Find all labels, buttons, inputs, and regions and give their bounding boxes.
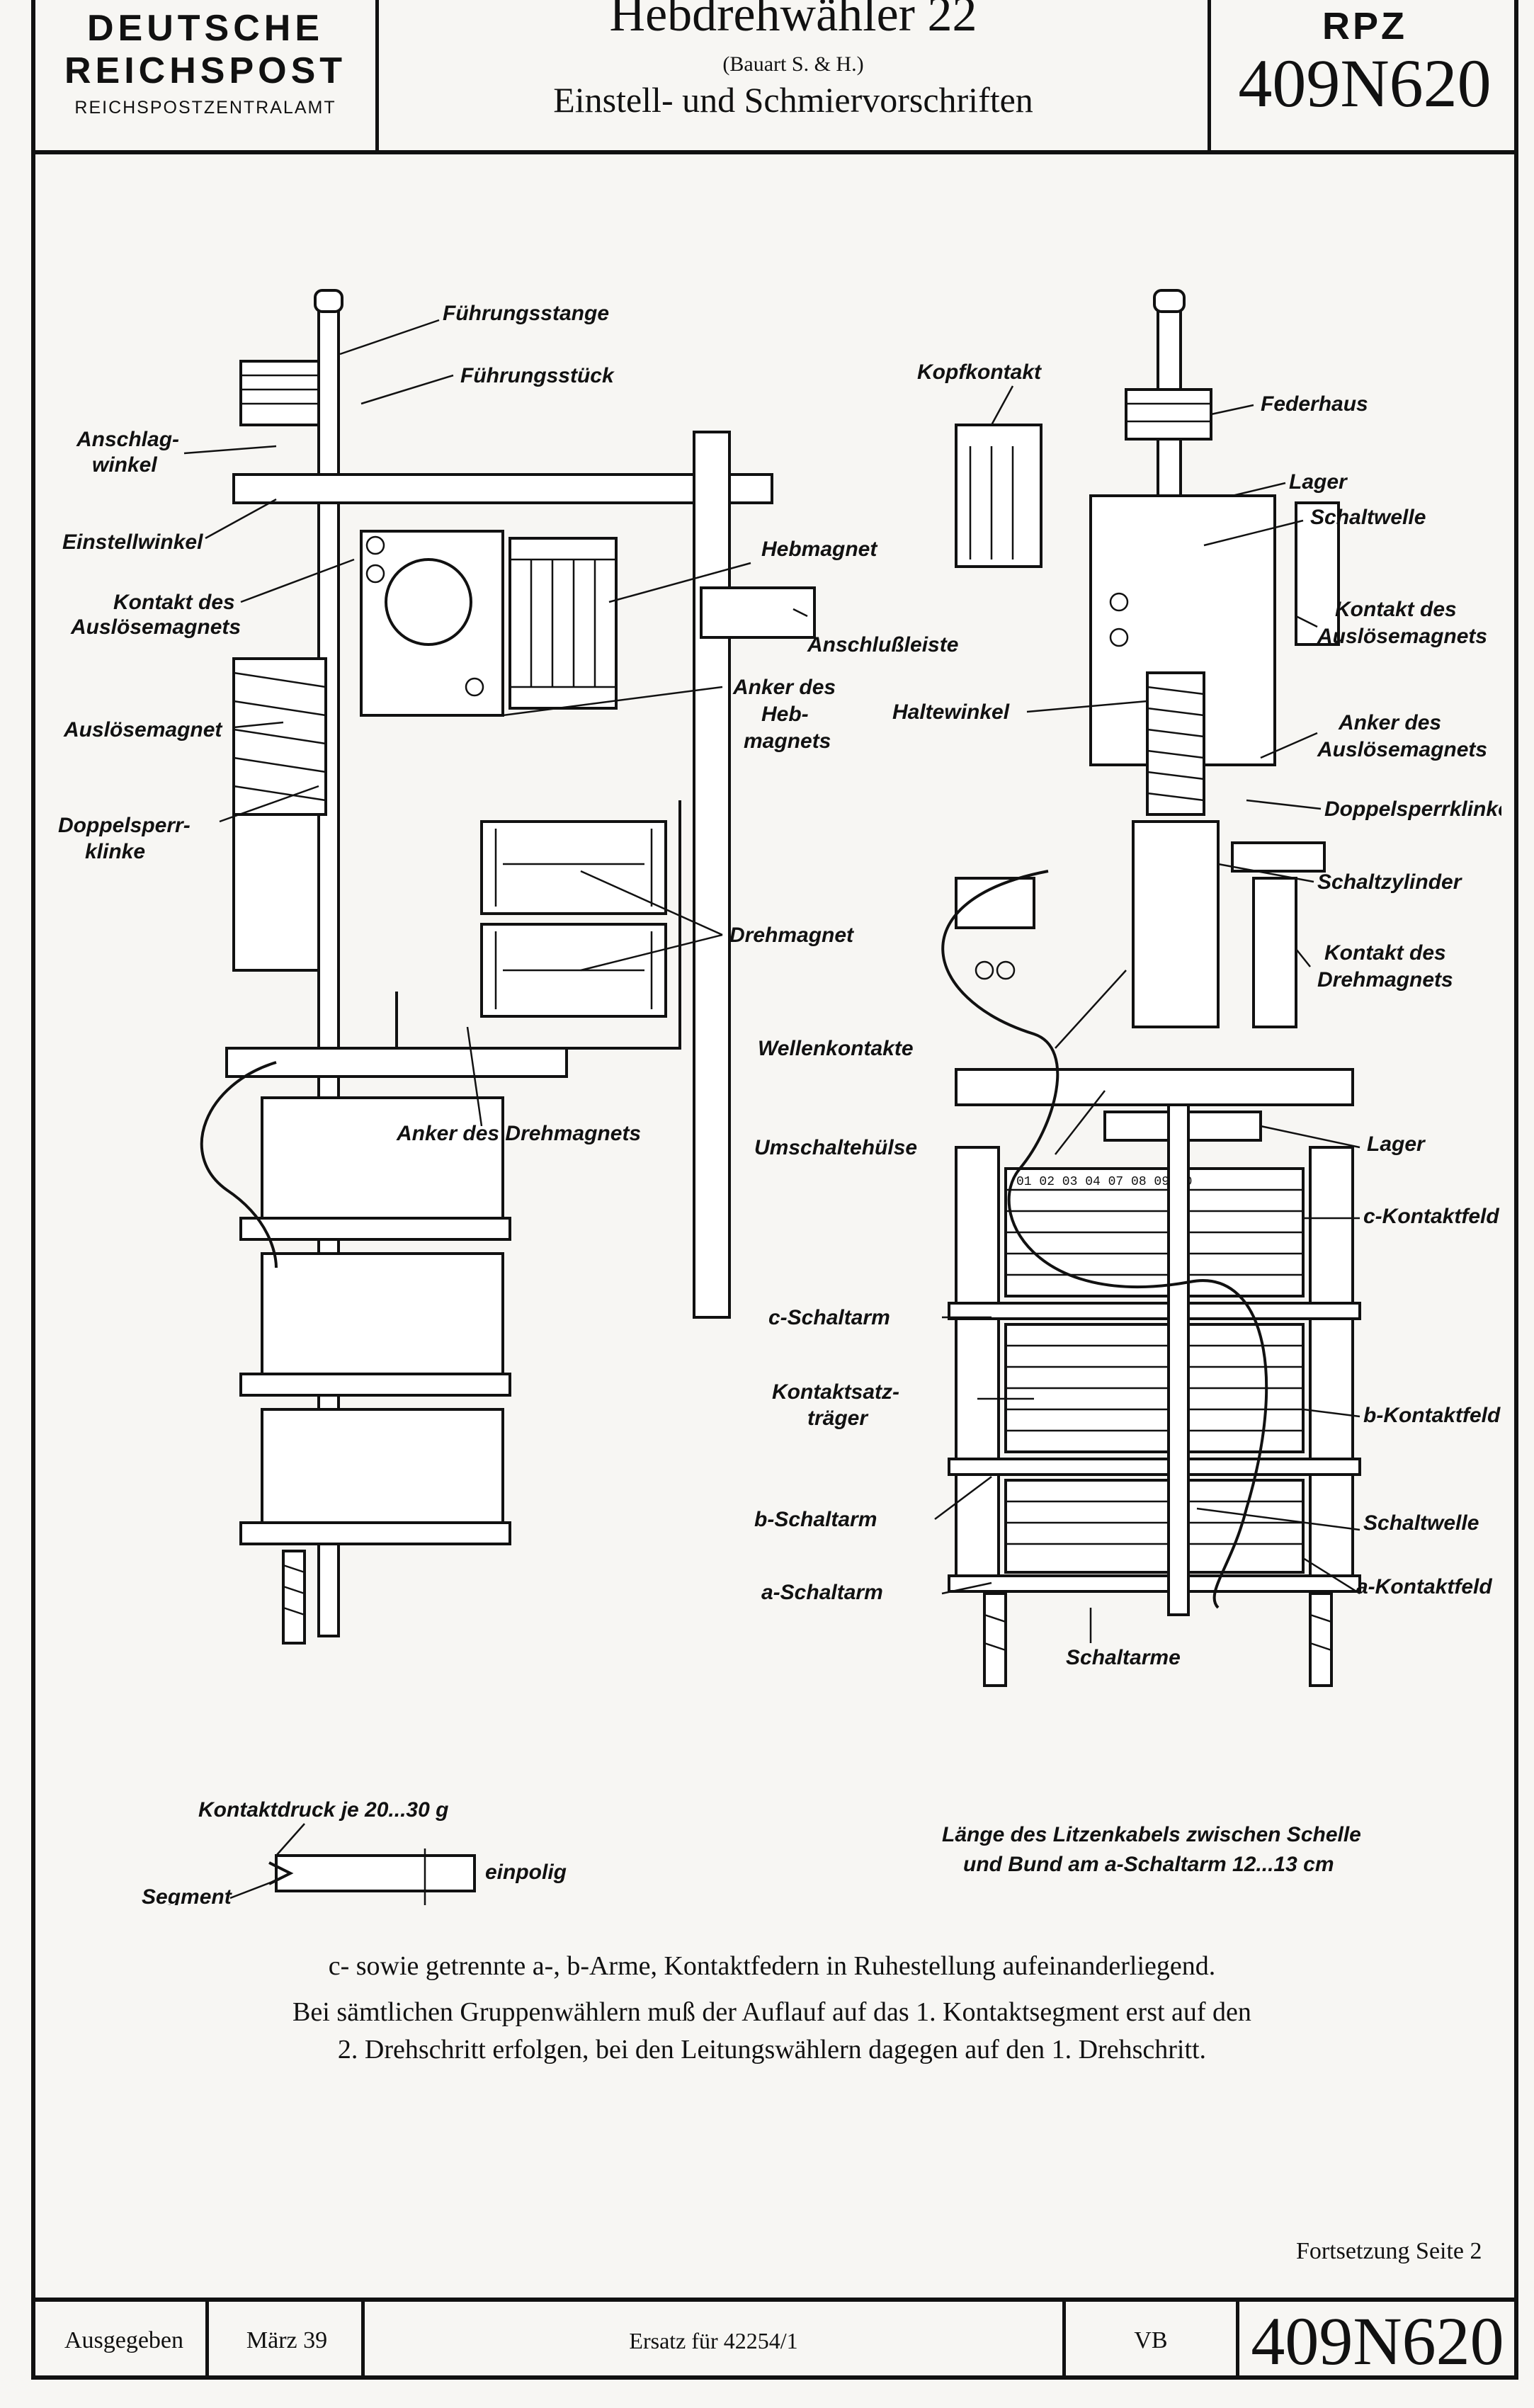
- footer-ausgegeben: Ausgegeben: [64, 2327, 184, 2353]
- label-laenge-1: Länge des Litzenkabels zwischen Schelle: [942, 1823, 1361, 1846]
- right-leader-lines: [934, 385, 1360, 1643]
- label-c-schaltarm: c-Schaltarm: [768, 1306, 890, 1329]
- document-title-line-3: Einstell- und Schmiervorschriften: [553, 80, 1033, 120]
- label-doppelsperrklinke-1: Doppelsperr-: [58, 814, 191, 837]
- label-kontakt-dreh-1: Kontakt des: [1324, 941, 1446, 965]
- document-title: Hebdrehwähler 22: [609, 0, 977, 42]
- title-block: Hebdrehwähler 22 (Bauart S. & H.) Einste…: [382, 0, 1204, 120]
- technical-drawing: Führungsstange Führungsstück Anschlag- w…: [58, 289, 1501, 1905]
- label-anker-hebmagnet-1: Anker des: [732, 676, 836, 699]
- footer-divider: [31, 2298, 1518, 2302]
- footer-vb: VB: [1134, 2327, 1168, 2353]
- label-anschlussleiste: Anschlußleiste: [807, 633, 958, 657]
- footer-rule: [205, 2299, 209, 2380]
- label-b-kontaktfeld: b-Kontaktfeld: [1363, 1404, 1501, 1427]
- label-federhaus: Federhaus: [1261, 392, 1368, 416]
- continuation-note: Fortsetzung Seite 2: [1296, 2238, 1482, 2264]
- label-einstellwinkel: Einstellwinkel: [62, 530, 203, 554]
- org-line-3: REICHSPOSTZENTRALAMT: [74, 98, 336, 118]
- label-anker-hebmagnet-2: Heb-: [761, 703, 809, 726]
- bank-number-strip: 01 02 03 04 07 08 09 00: [1016, 1175, 1192, 1189]
- label-segment: Segment: [142, 1885, 233, 1905]
- footer-rule: [1062, 2299, 1066, 2380]
- label-umschaltehuelse: Umschaltehülse: [754, 1136, 917, 1159]
- label-kontakt-ausloese-2: Auslösemagnets: [1317, 625, 1487, 648]
- org-line-2: REICHSPOST: [64, 50, 347, 91]
- footer-number: 409N620: [1251, 2302, 1504, 2379]
- right-labels: Kopfkontakt Federhaus Lager Schaltwelle …: [754, 360, 1501, 1669]
- label-fuehrungsstange: Führungsstange: [443, 302, 609, 325]
- label-schaltzylinder: Schaltzylinder: [1317, 870, 1463, 894]
- left-selector-drawing: [200, 289, 816, 1645]
- label-kontaktsatztraeger-1: Kontaktsatz-: [772, 1380, 899, 1404]
- label-anschlagwinkel-2: winkel: [92, 453, 157, 477]
- label-kontaktsatztraeger-2: träger: [807, 1407, 869, 1430]
- label-haltewinkel: Haltewinkel: [892, 700, 1010, 724]
- label-b-schaltarm: b-Schaltarm: [754, 1508, 877, 1531]
- label-anschlagwinkel-1: Anschlag-: [76, 428, 179, 451]
- label-anker-drehmagnet: Anker des Drehmagnets: [396, 1122, 641, 1145]
- label-a-kontaktfeld: a-Kontaktfeld: [1356, 1575, 1492, 1598]
- footer-rule: [1236, 2299, 1239, 2380]
- label-kontakt-ausloese-1: Kontakt des: [1335, 598, 1457, 621]
- organization-block: DEUTSCHE REICHSPOST REICHSPOSTZENTRALAMT: [35, 7, 375, 118]
- litzenkabel-note: Länge des Litzenkabels zwischen Schelle …: [942, 1823, 1361, 1876]
- label-lager-mid: Lager: [1367, 1132, 1426, 1156]
- kontaktdruck-detail: Kontaktdruck je 20...30 g Segment einpol…: [142, 1798, 567, 1905]
- rpz-label: RPZ: [1322, 5, 1407, 47]
- label-laenge-2: und Bund am a-Schaltarm 12...13 cm: [963, 1853, 1334, 1876]
- label-doppelsperrklinke-2: klinke: [85, 840, 145, 863]
- footer-date: März 39: [246, 2327, 328, 2353]
- label-anker-hebmagnet-3: magnets: [744, 729, 831, 753]
- left-labels: Führungsstange Führungsstück Anschlag- w…: [58, 302, 958, 1145]
- document-subtitle: (Bauart S. & H.): [722, 52, 864, 76]
- label-schaltwelle-top: Schaltwelle: [1310, 506, 1426, 529]
- label-c-kontaktfeld: c-Kontaktfeld: [1363, 1205, 1499, 1228]
- org-line-1: DEUTSCHE: [86, 8, 324, 49]
- label-schaltarme: Schaltarme: [1066, 1646, 1181, 1669]
- header-divider: [31, 150, 1518, 154]
- header-rule: [375, 0, 379, 152]
- label-kontakt-ausloesemagnet-2: Auslösemagnets: [70, 615, 241, 639]
- note-line-3: 2. Drehschritt erfolgen, bei den Leitung…: [337, 2035, 1207, 2065]
- note-line-1: c- sowie getrennte a-, b-Arme, Kontaktfe…: [328, 1951, 1216, 1981]
- rpz-number: 409N620: [1238, 45, 1492, 121]
- footer-ersatz: Ersatz für 42254/1: [629, 2327, 798, 2353]
- label-anker-ausloese-1: Anker des: [1338, 711, 1441, 734]
- label-kontaktdruck: Kontaktdruck je 20...30 g: [198, 1798, 448, 1822]
- header-rule: [1208, 0, 1211, 152]
- footer-rule: [361, 2299, 365, 2380]
- label-kontakt-dreh-2: Drehmagnets: [1317, 968, 1453, 992]
- page-frame: [31, 0, 1518, 2380]
- label-anker-ausloese-2: Auslösemagnets: [1317, 738, 1487, 761]
- label-einpolig: einpolig: [485, 1861, 567, 1884]
- left-leader-lines: [183, 319, 808, 1127]
- label-doppelsperrklinke: Doppelsperrklinke: [1324, 797, 1501, 821]
- label-ausloesemagnet: Auslösemagnet: [63, 718, 223, 742]
- label-lager-top: Lager: [1289, 470, 1348, 494]
- label-fuehrungsstueck: Führungsstück: [460, 364, 615, 387]
- label-schaltwelle-bottom: Schaltwelle: [1363, 1511, 1479, 1535]
- label-kontakt-ausloesemagnet-1: Kontakt des: [113, 591, 235, 614]
- label-a-schaltarm: a-Schaltarm: [761, 1581, 883, 1604]
- label-kopfkontakt: Kopfkontakt: [917, 360, 1042, 384]
- label-wellenkontakte: Wellenkontakte: [758, 1037, 914, 1060]
- label-drehmagnet: Drehmagnet: [729, 924, 855, 947]
- label-hebmagnet: Hebmagnet: [761, 538, 878, 561]
- right-selector-drawing: 01 02 03 04 07 08 09 00: [941, 289, 1361, 1687]
- note-line-2: Bei sämtlichen Gruppenwählern muß der Au…: [292, 1997, 1251, 2027]
- rpz-block: RPZ 409N620: [1212, 4, 1517, 119]
